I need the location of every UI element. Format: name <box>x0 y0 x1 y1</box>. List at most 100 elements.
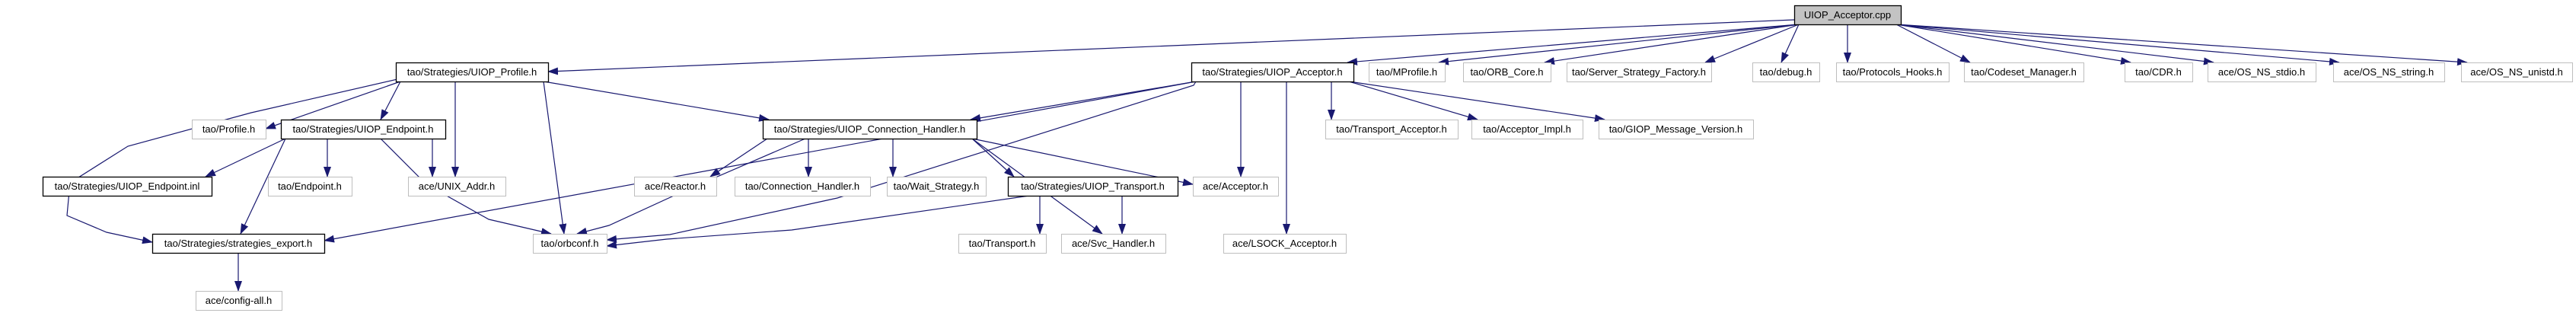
graph-node-tao-strategies-uiop-acceptor-h[interactable]: tao/Strategies/UIOP_Acceptor.h <box>1191 62 1355 83</box>
graph-node-tao-profile-h: tao/Profile.h <box>192 120 266 139</box>
node-box <box>533 234 607 254</box>
node-box <box>1061 234 1166 254</box>
node-label: UIOP_Acceptor.cpp <box>1804 9 1891 21</box>
node-label: ace/OS_NS_stdio.h <box>2218 66 2305 78</box>
node-label: ace/OS_NS_string.h <box>2344 66 2434 78</box>
node-box <box>196 291 282 311</box>
node-box <box>1325 120 1459 139</box>
node-box <box>762 119 978 140</box>
edge-n0-n4 <box>1544 24 1800 65</box>
node-label: tao/Profile.h <box>202 123 255 135</box>
graph-node-tao-transport-h: tao/Transport.h <box>958 234 1047 254</box>
edge-n0-n11 <box>1895 24 2340 65</box>
node-box <box>887 177 987 196</box>
node-box <box>1964 62 2084 82</box>
edge-n14-n19 <box>205 138 286 177</box>
graph-node-ace-reactor-h: ace/Reactor.h <box>634 177 717 196</box>
node-box <box>1369 62 1446 82</box>
node-label: tao/Endpoint.h <box>278 180 342 192</box>
graph-node-tao-strategies-uiop-profile-h[interactable]: tao/Strategies/UIOP_Profile.h <box>395 62 550 83</box>
node-box <box>1193 177 1279 196</box>
node-label: tao/Codeset_Manager.h <box>1971 66 2077 78</box>
graph-node-tao-strategies-uiop-transport-h[interactable]: tao/Strategies/UIOP_Transport.h <box>1007 176 1179 197</box>
graph-node-tao-strategies-uiop-endpoint-inl[interactable]: tao/Strategies/UIOP_Endpoint.inl <box>42 176 213 197</box>
graph-node-tao-debug-h: tao/debug.h <box>1752 62 1820 82</box>
node-label: tao/CDR.h <box>2135 66 2182 78</box>
nodes: UIOP_Acceptor.cpp tao/Strategies/UIOP_Pro… <box>42 5 2573 311</box>
graph-node-ace-unix-addr-h: ace/UNIX_Addr.h <box>408 177 506 196</box>
graph-node-tao-orbconf-h: tao/orbconf.h <box>533 234 607 254</box>
node-box <box>280 119 447 140</box>
node-label: tao/Transport_Acceptor.h <box>1336 123 1447 135</box>
graph-node-tao-codeset-manager-h: tao/Codeset_Manager.h <box>1964 62 2084 82</box>
node-box <box>735 177 871 196</box>
graph-root-node-uiop-acceptor-cpp[interactable]: UIOP_Acceptor.cpp <box>1793 5 1902 26</box>
node-label: ace/Acceptor.h <box>1203 180 1268 192</box>
node-label: ace/OS_NS_unistd.h <box>2470 66 2562 78</box>
graph-node-tao-strategies-uiop-connection-handler-h[interactable]: tao/Strategies/UIOP_Connection_Handler.h <box>762 119 978 140</box>
node-box <box>1567 62 1712 82</box>
node-label: tao/Strategies/UIOP_Connection_Handler.h <box>774 123 966 135</box>
edge-n1-n27 <box>66 78 401 244</box>
edge-n0-n10 <box>1895 24 2214 65</box>
edge-n0-n8 <box>1895 24 1971 63</box>
node-label: tao/Server_Strategy_Factory.h <box>1572 66 1706 78</box>
node-box <box>42 176 213 197</box>
node-box <box>151 233 326 254</box>
node-box <box>1599 120 1754 139</box>
edge-n0-n12 <box>1895 24 2468 66</box>
node-label: tao/Strategies/UIOP_Transport.h <box>1021 180 1165 192</box>
node-label: tao/GIOP_Message_Version.h <box>1609 123 1743 135</box>
graph-node-tao-protocols-hooks-h: tao/Protocols_Hooks.h <box>1836 62 1950 82</box>
graph-node-ace-lsock-acceptor-h: ace/LSOCK_Acceptor.h <box>1223 234 1347 254</box>
node-box <box>1463 62 1551 82</box>
node-label: tao/Strategies/UIOP_Endpoint.inl <box>55 180 200 192</box>
edge-n15-n25 <box>971 138 1015 177</box>
node-label: tao/Strategies/UIOP_Endpoint.h <box>292 123 433 135</box>
edge-n2-n17 <box>1348 81 1478 121</box>
node-label: ace/Reactor.h <box>645 180 706 192</box>
edge-n14-n27 <box>240 138 286 235</box>
graph-node-tao-mprofile-h: tao/MProfile.h <box>1369 62 1446 82</box>
graph-node-tao-wait-strategy-h: tao/Wait_Strategy.h <box>887 177 987 196</box>
node-box <box>1471 120 1583 139</box>
graph-node-ace-svc-handler-h: ace/Svc_Handler.h <box>1061 234 1166 254</box>
node-box <box>1191 62 1355 83</box>
node-label: tao/debug.h <box>1760 66 1812 78</box>
graph-node-tao-strategies-strategies-export-h[interactable]: tao/Strategies/strategies_export.h <box>151 233 326 254</box>
node-box <box>192 120 266 139</box>
edge-n0-n5 <box>1704 24 1800 63</box>
edge-n0-n3 <box>1438 24 1800 65</box>
graph-node-tao-connection-handler-h: tao/Connection_Handler.h <box>735 177 871 196</box>
node-label: tao/Strategies/UIOP_Profile.h <box>407 66 537 78</box>
node-box <box>1007 176 1179 197</box>
node-label: ace/config-all.h <box>206 295 272 306</box>
edge-n15-n22 <box>709 138 768 177</box>
graph-node-tao-server-strategy-factory-h: tao/Server_Strategy_Factory.h <box>1567 62 1712 82</box>
edge-n0-n1 <box>547 19 1795 75</box>
edge-n2-n27 <box>324 81 1197 243</box>
graph-node-ace-os-ns-string-h: ace/OS_NS_string.h <box>2333 62 2445 82</box>
edge-n2-n15 <box>970 81 1197 122</box>
node-box <box>634 177 717 196</box>
node-box <box>1223 234 1347 254</box>
graph-node-ace-config-all-h: ace/config-all.h <box>196 291 282 311</box>
node-box <box>408 177 506 196</box>
node-label: tao/ORB_Core.h <box>1470 66 1543 78</box>
graph-node-ace-os-ns-unistd-h: ace/OS_NS_unistd.h <box>2461 62 2573 82</box>
graph-node-tao-strategies-uiop-endpoint-h[interactable]: tao/Strategies/UIOP_Endpoint.h <box>280 119 447 140</box>
edge-n1-n15 <box>543 81 770 122</box>
graph-node-ace-os-ns-stdio-h: ace/OS_NS_stdio.h <box>2208 62 2316 82</box>
node-label: tao/Acceptor_Impl.h <box>1483 123 1571 135</box>
edge-n2-n28 <box>606 81 1197 243</box>
node-label: tao/Protocols_Hooks.h <box>1843 66 1943 78</box>
node-box <box>2333 62 2445 82</box>
node-label: tao/Transport.h <box>969 238 1036 249</box>
graph-node-tao-orb-core-h: tao/ORB_Core.h <box>1463 62 1551 82</box>
node-box <box>2208 62 2316 82</box>
node-box <box>2461 62 2573 82</box>
node-label: tao/Wait_Strategy.h <box>894 180 980 192</box>
node-label: tao/Connection_Handler.h <box>745 180 859 192</box>
